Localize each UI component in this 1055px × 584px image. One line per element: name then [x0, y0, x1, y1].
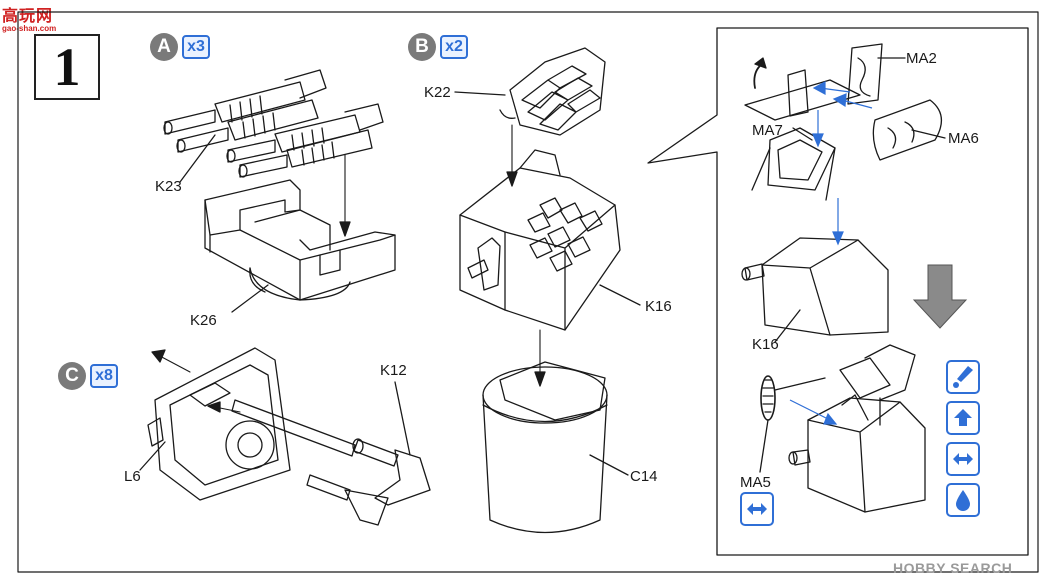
label-c14: C14	[630, 468, 658, 485]
callout-c-letter: C	[58, 362, 86, 390]
label-k22: K22	[424, 84, 451, 101]
callout-b: B x2	[408, 33, 468, 61]
watermark-url: gao-shan.com	[2, 24, 57, 33]
turret-assembly-b	[454, 47, 641, 534]
down-arrow-gray	[912, 264, 968, 329]
callout-c: C x8	[58, 362, 118, 390]
detail-panel	[647, 27, 1029, 556]
label-ma7: MA7	[752, 122, 783, 139]
callout-a-qty: x3	[182, 35, 210, 59]
glue-icon	[946, 483, 980, 517]
blue-arrow-ma5	[789, 399, 831, 421]
blue-arrow-ma6	[841, 99, 873, 109]
callout-a: A x3	[150, 33, 210, 61]
raise-icon	[946, 401, 980, 435]
gun-assembly-a	[163, 69, 396, 313]
rotate-small-icon	[740, 492, 774, 526]
label-ma6: MA6	[948, 130, 979, 147]
rotate-icon	[946, 442, 980, 476]
step-number: 1	[53, 37, 81, 97]
label-ma5: MA5	[740, 474, 771, 491]
label-ma2: MA2	[906, 50, 937, 67]
callout-b-letter: B	[408, 33, 436, 61]
paint-icon	[946, 360, 980, 394]
callout-a-letter: A	[150, 33, 178, 61]
label-k26: K26	[190, 312, 217, 329]
label-k23: K23	[155, 178, 182, 195]
page-frame	[17, 11, 1039, 573]
label-k16: K16	[645, 298, 672, 315]
label-l6: L6	[124, 468, 141, 485]
step-number-box: 1	[34, 34, 100, 100]
axle-assembly-c	[139, 347, 431, 526]
watermark-hobby-search: HOBBY SEARCH	[893, 560, 1013, 576]
label-k16-detail: K16	[752, 336, 779, 353]
label-k12: K12	[380, 362, 407, 379]
callout-c-qty: x8	[90, 364, 118, 388]
callout-b-qty: x2	[440, 35, 468, 59]
